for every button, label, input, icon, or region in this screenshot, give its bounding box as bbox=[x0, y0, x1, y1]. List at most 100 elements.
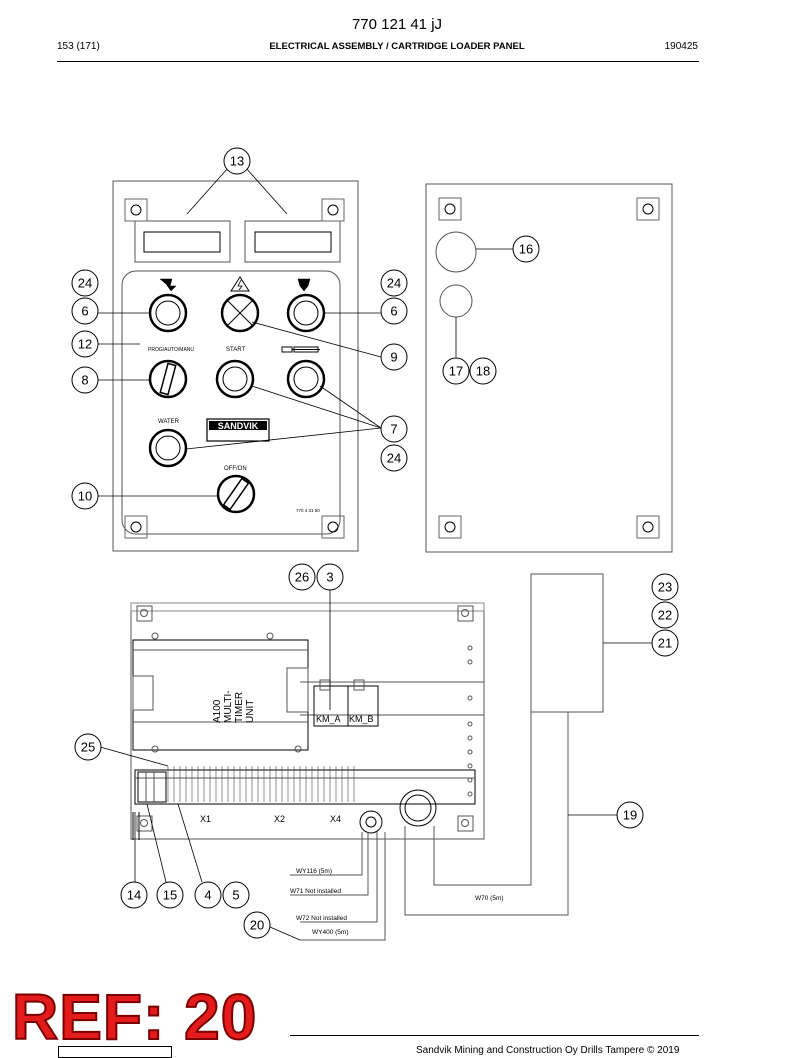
mode-selector bbox=[148, 359, 188, 399]
callout-24b: 24 bbox=[387, 276, 401, 291]
timer-label-2: MULTI- bbox=[223, 690, 234, 723]
start-button bbox=[215, 359, 255, 399]
callout-16: 16 bbox=[519, 242, 533, 257]
callout-24c: 24 bbox=[387, 451, 401, 466]
callout-21: 21 bbox=[658, 636, 672, 651]
callout-15: 15 bbox=[163, 888, 177, 903]
timer-label-1: A100 bbox=[212, 699, 223, 723]
push-button-right bbox=[286, 293, 326, 333]
cover-plate bbox=[425, 183, 673, 553]
terminal-block bbox=[167, 766, 355, 802]
callout-6a: 6 bbox=[81, 304, 88, 319]
hose-icon bbox=[281, 346, 320, 353]
panel-part-number: 770 4 31 50 bbox=[296, 508, 320, 513]
terminal-x2: X2 bbox=[274, 814, 285, 824]
footer-logo bbox=[58, 1046, 172, 1058]
callout-circle bbox=[380, 444, 408, 472]
lightning-warning-icon bbox=[230, 276, 250, 292]
footer-copyright: Sandvik Mining and Construction Oy Drill… bbox=[416, 1045, 680, 1056]
callout-circle bbox=[74, 733, 102, 761]
callout-circle bbox=[120, 881, 148, 909]
plug-hole-large bbox=[435, 231, 477, 273]
relay-km-a: KM_A bbox=[316, 714, 341, 724]
callout-18: 18 bbox=[476, 364, 490, 379]
reference-stamp: REF: 20 bbox=[11, 981, 258, 1053]
callout-circle bbox=[223, 147, 251, 175]
sandvik-logo-text: SANDVIK bbox=[218, 421, 259, 431]
callout-20: 20 bbox=[250, 918, 264, 933]
boom-up-icon bbox=[159, 278, 177, 292]
start-label: START bbox=[226, 347, 245, 353]
callout-8: 8 bbox=[81, 373, 88, 388]
timer-label-3: TIMER bbox=[234, 692, 245, 723]
boom-down-icon bbox=[297, 278, 311, 292]
callout-circle bbox=[243, 911, 271, 939]
callout-circle bbox=[651, 629, 679, 657]
callout-circle bbox=[380, 415, 408, 443]
terminal-x4: X4 bbox=[330, 814, 341, 824]
callout-10: 10 bbox=[78, 489, 92, 504]
cable-wy116: WY116 (5m) bbox=[296, 868, 332, 875]
callout-circle bbox=[442, 357, 470, 385]
junction-box bbox=[530, 573, 604, 713]
callout-22: 22 bbox=[658, 608, 672, 623]
callout-7: 7 bbox=[390, 422, 397, 437]
callout-circle bbox=[316, 563, 344, 591]
leader-lines bbox=[98, 167, 652, 941]
screw-icon bbox=[124, 198, 345, 539]
cable-w72: W72 Not installed bbox=[296, 915, 347, 922]
push-button-left bbox=[148, 293, 188, 333]
control-panel bbox=[112, 180, 359, 552]
callout-4: 4 bbox=[204, 888, 211, 903]
cable-w71: W71 Not installed bbox=[290, 888, 341, 895]
callout-circle bbox=[156, 881, 184, 909]
callout-circle bbox=[71, 482, 99, 510]
callout-25: 25 bbox=[81, 740, 95, 755]
charge-button bbox=[286, 359, 326, 399]
cable-wy400: WY400 (5m) bbox=[312, 929, 348, 936]
sandvik-logo bbox=[206, 418, 270, 442]
callout-12: 12 bbox=[78, 337, 92, 352]
callout-circle bbox=[71, 269, 99, 297]
callout-6b: 6 bbox=[390, 304, 397, 319]
cable-gland-small bbox=[359, 810, 383, 834]
callout-9: 9 bbox=[390, 350, 397, 365]
callout-24a: 24 bbox=[78, 276, 92, 291]
callout-circle bbox=[194, 881, 222, 909]
callout-circle bbox=[380, 297, 408, 325]
relay-km-b: KM_B bbox=[349, 714, 374, 724]
water-button bbox=[148, 428, 188, 468]
cable-w70: W70 (5m) bbox=[475, 895, 504, 902]
water-label: WATER bbox=[158, 419, 180, 425]
callout-circle bbox=[651, 601, 679, 629]
document-date: 190425 bbox=[664, 41, 698, 52]
header-rule bbox=[57, 61, 699, 62]
cable-gland-large bbox=[399, 789, 437, 827]
terminal-x1: X1 bbox=[200, 814, 211, 824]
callout-circle bbox=[71, 330, 99, 358]
callout-circle bbox=[288, 563, 316, 591]
callout-circle bbox=[616, 801, 644, 829]
callout-circle bbox=[651, 573, 679, 601]
electrical-unit bbox=[130, 602, 485, 840]
callout-5: 5 bbox=[232, 888, 239, 903]
callout-23: 23 bbox=[658, 580, 672, 595]
warning-lamp bbox=[220, 293, 260, 333]
timer-label-4: UNIT bbox=[245, 700, 256, 723]
callout-circle bbox=[71, 297, 99, 325]
callout-circle bbox=[222, 881, 250, 909]
page-number: 153 (171) bbox=[57, 41, 100, 52]
callout-14: 14 bbox=[127, 888, 141, 903]
callout-circle bbox=[512, 235, 540, 263]
callout-3: 3 bbox=[326, 570, 333, 585]
callout-19: 19 bbox=[623, 808, 637, 823]
callout-circle bbox=[380, 343, 408, 371]
main-switch bbox=[216, 474, 256, 514]
document-title: ELECTRICAL ASSEMBLY / CARTRIDGE LOADER P… bbox=[269, 41, 525, 52]
callout-26: 26 bbox=[295, 570, 309, 585]
footer-rule bbox=[290, 1035, 699, 1036]
callout-circle bbox=[469, 357, 497, 385]
callout-17: 17 bbox=[449, 364, 463, 379]
callout-circle bbox=[71, 366, 99, 394]
